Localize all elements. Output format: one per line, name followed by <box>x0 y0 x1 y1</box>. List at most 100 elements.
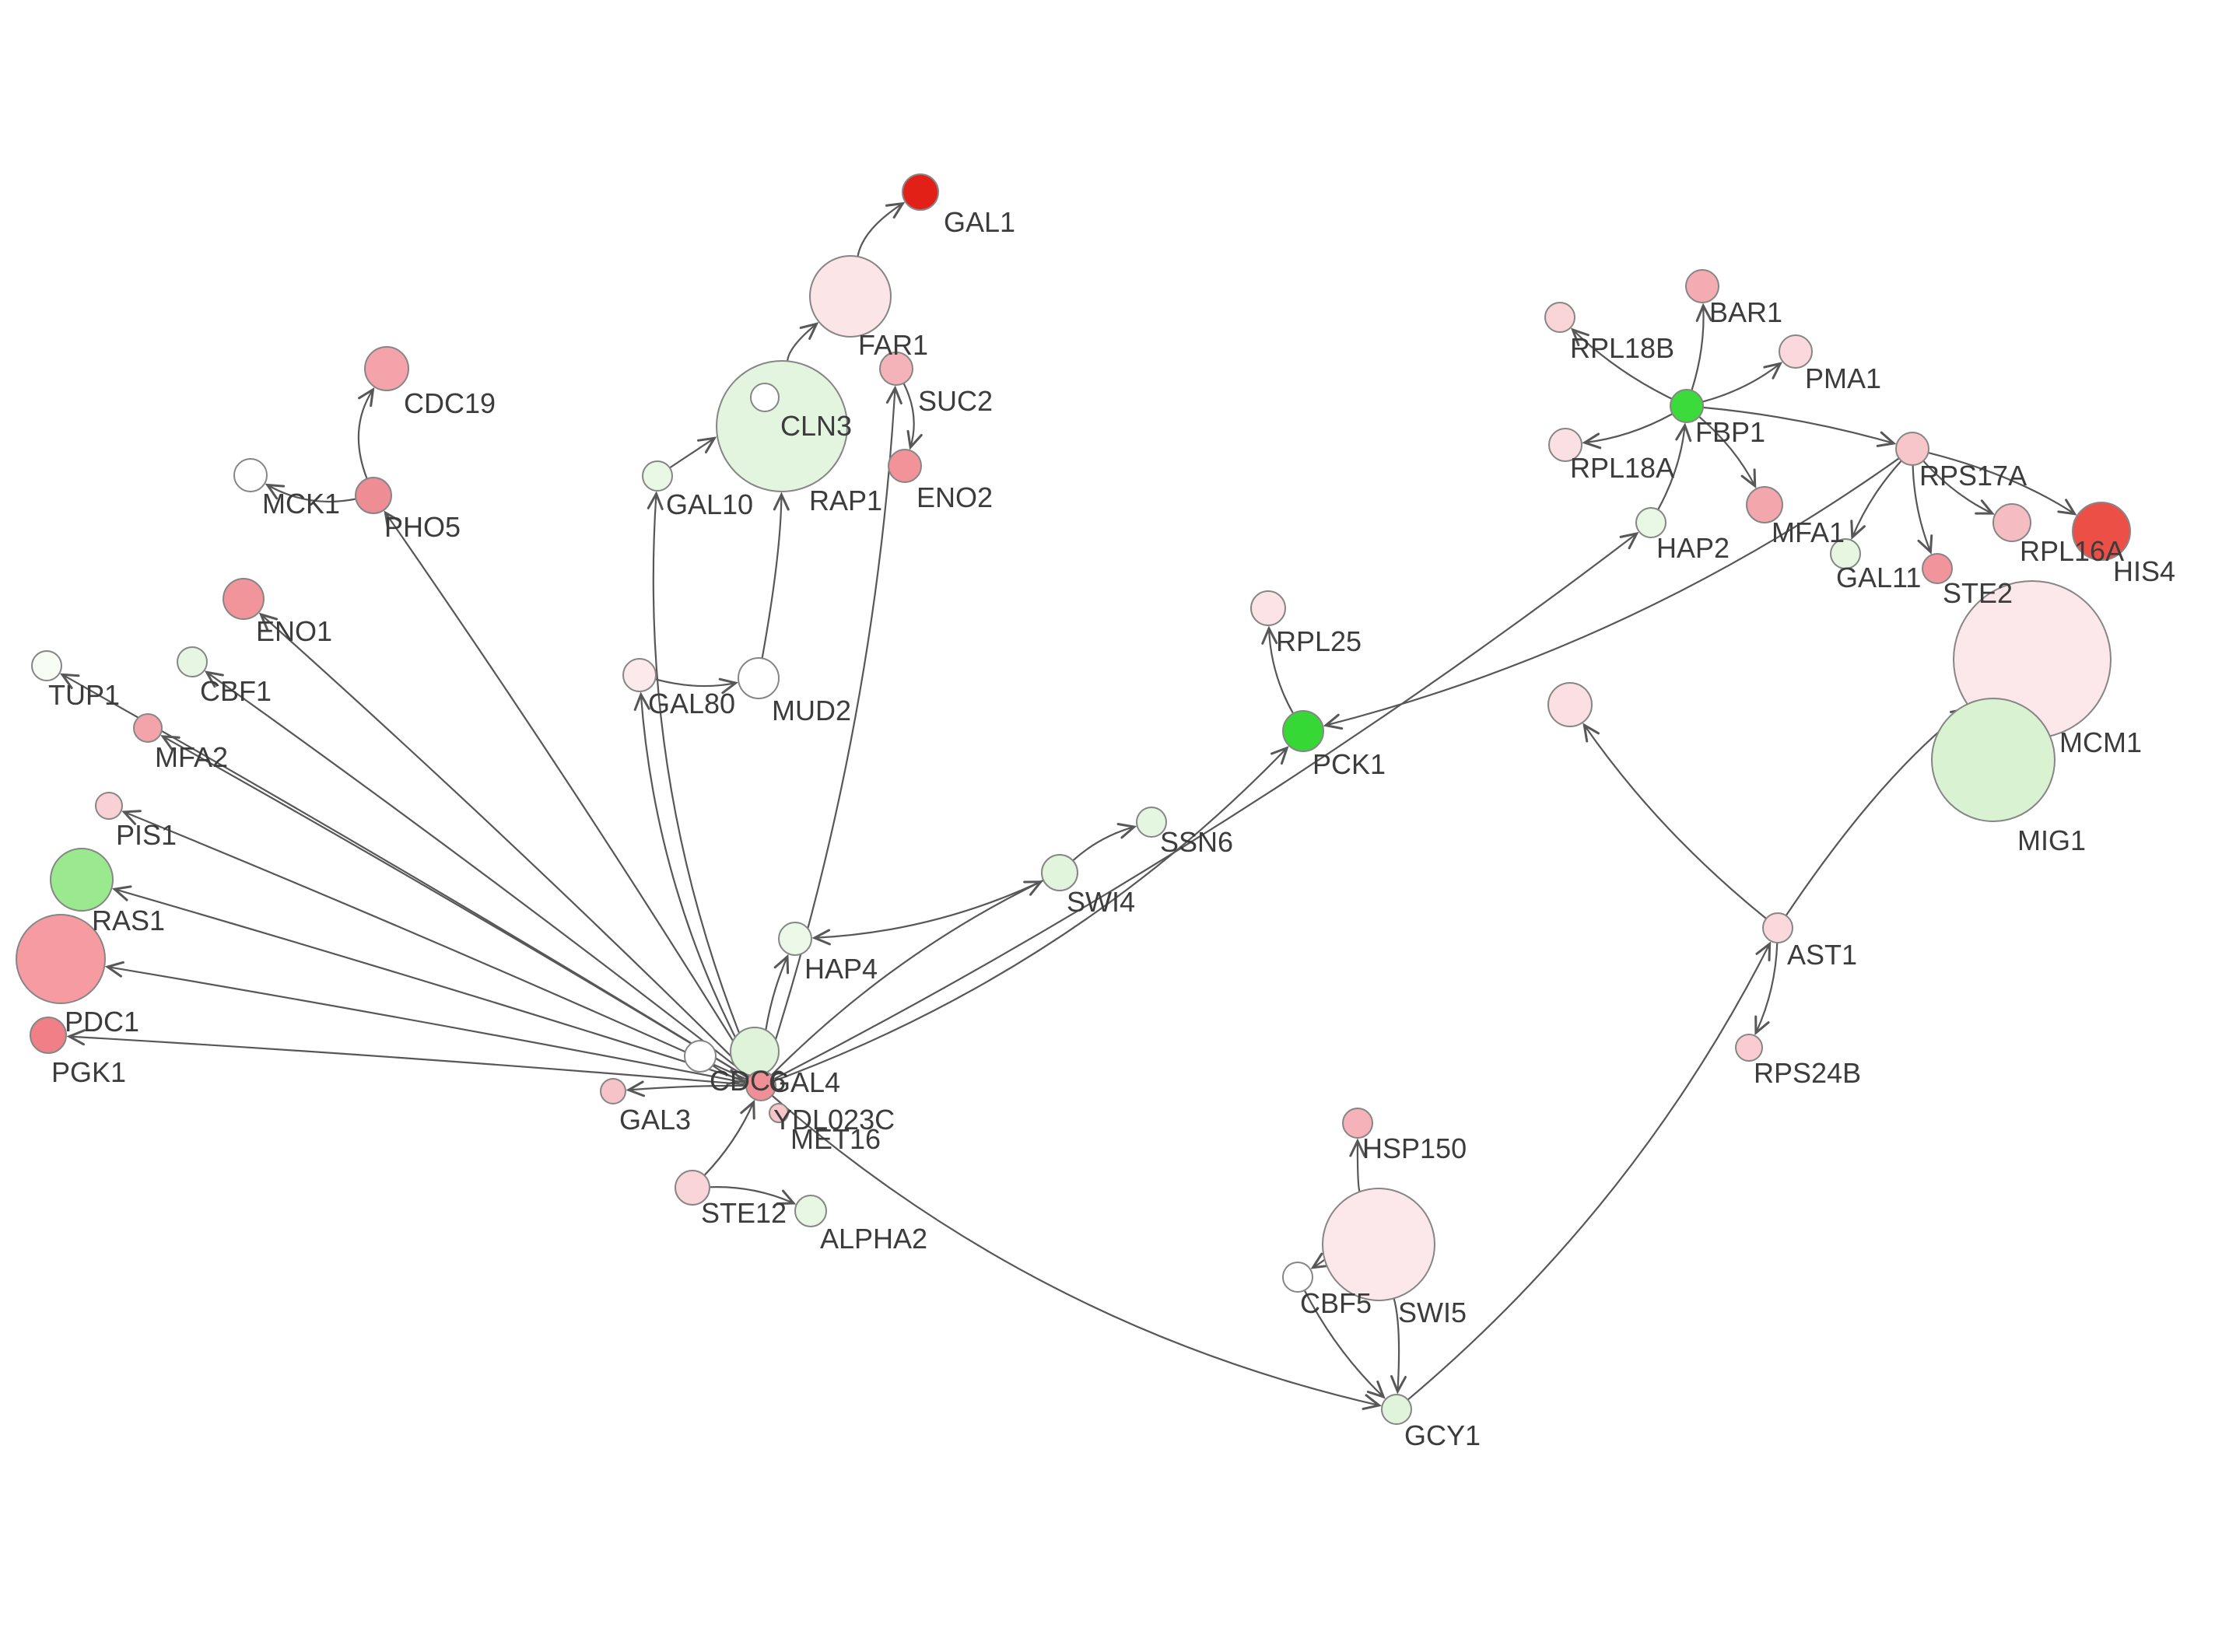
edge-rap1-far1 <box>787 322 819 362</box>
node-label-gal3: GAL3 <box>619 1104 691 1136</box>
node-swi4[interactable] <box>1041 854 1078 891</box>
node-cbf5[interactable] <box>1282 1262 1313 1293</box>
node-met16[interactable] <box>769 1103 789 1123</box>
node-label-gal4: GAL4 <box>769 1066 840 1098</box>
node-label-gal10: GAL10 <box>666 488 753 520</box>
node-pck1[interactable] <box>1282 710 1324 752</box>
edge-swi4-ssn6 <box>1072 823 1137 862</box>
node-cln3[interactable] <box>750 383 780 412</box>
node-gal11[interactable] <box>1830 538 1861 569</box>
node-pgk1[interactable] <box>30 1017 67 1054</box>
edge-rps17a-ste2 <box>1912 464 1933 555</box>
node-label-cdc6: CDC6 <box>710 1065 786 1097</box>
node-label-eno2: ENO2 <box>916 481 993 513</box>
node-label-ste12: STE12 <box>701 1197 787 1229</box>
node-bar1[interactable] <box>1685 269 1719 303</box>
node-mud2[interactable] <box>738 657 780 699</box>
node-gcy1[interactable] <box>1381 1394 1412 1425</box>
node-pis1[interactable] <box>95 792 123 820</box>
edge-ydl023c-suc2 <box>764 385 902 1073</box>
node-gal80[interactable] <box>622 658 657 692</box>
node-mfa1[interactable] <box>1746 486 1783 523</box>
node-mfa2[interactable] <box>133 713 163 743</box>
edge-suc2-eno2 <box>902 383 923 450</box>
node-far1[interactable] <box>809 255 892 338</box>
node-mck1[interactable] <box>233 458 268 492</box>
node-rpl16a[interactable] <box>1992 503 2031 542</box>
node-tup1[interactable] <box>31 650 62 681</box>
edge-rps17a-his4 <box>1928 452 2077 516</box>
node-label-hap2: HAP2 <box>1656 532 1730 564</box>
node-label-pma1: PMA1 <box>1805 362 1881 394</box>
node-node_a[interactable] <box>1547 682 1593 727</box>
edge-rps17a-pck1 <box>1323 457 1900 730</box>
node-swi5[interactable] <box>1322 1188 1435 1301</box>
edge-pho5-mck1 <box>265 483 356 503</box>
node-eno2[interactable] <box>888 449 922 483</box>
node-label-rpl25: RPL25 <box>1276 625 1362 657</box>
edge-rps17a-gal11 <box>1850 460 1902 541</box>
node-label-swi5: SWI5 <box>1398 1297 1467 1328</box>
node-ast1[interactable] <box>1762 912 1793 943</box>
edge-swi5-hsp150 <box>1349 1138 1366 1192</box>
node-label-eno1: ENO1 <box>256 615 332 647</box>
node-rpl18b[interactable] <box>1544 302 1575 333</box>
edge-ydl023c-swi4 <box>770 880 1043 1076</box>
node-hap2[interactable] <box>1635 507 1666 538</box>
node-label-his4: HIS4 <box>2113 555 2175 587</box>
edge-pck1-rpl25 <box>1261 625 1295 714</box>
node-label-rps17a: RPS17A <box>1919 460 2027 492</box>
node-his4[interactable] <box>2072 502 2131 561</box>
node-label-suc2: SUC2 <box>918 385 993 417</box>
node-rps17a[interactable] <box>1895 432 1929 466</box>
node-label-bar1: BAR1 <box>1709 296 1782 328</box>
node-ste12[interactable] <box>675 1170 710 1206</box>
node-rap1[interactable] <box>716 360 848 492</box>
node-label-mcm1: MCM1 <box>2059 726 2142 758</box>
node-ssn6[interactable] <box>1136 807 1167 838</box>
node-gal3[interactable] <box>600 1078 626 1104</box>
edge-ydl023c-cbf1 <box>204 670 750 1078</box>
edge-fbp1-bar1 <box>1691 303 1712 391</box>
edge-pho5-cdc19 <box>357 387 375 479</box>
node-label-ydl023c: YDL023C <box>773 1104 895 1136</box>
node-rps24b[interactable] <box>1735 1034 1763 1062</box>
node-suc2[interactable] <box>879 352 913 386</box>
node-cdc6[interactable] <box>684 1040 717 1073</box>
node-label-cdc19: CDC19 <box>404 387 496 419</box>
node-label-gal11: GAL11 <box>1836 562 1921 593</box>
node-cbf1[interactable] <box>177 646 208 677</box>
node-fbp1[interactable] <box>1670 389 1704 423</box>
node-label-mck1: MCK1 <box>262 488 340 520</box>
node-gal10[interactable] <box>642 460 673 492</box>
node-gal1[interactable] <box>902 173 939 211</box>
node-label-pck1: PCK1 <box>1313 748 1386 780</box>
node-ras1[interactable] <box>50 848 114 912</box>
node-ste2[interactable] <box>1922 553 1953 584</box>
node-alpha2[interactable] <box>794 1195 827 1227</box>
node-cdc19[interactable] <box>364 346 409 391</box>
edge-mud2-rap1 <box>761 492 790 659</box>
node-label-mfa1: MFA1 <box>1772 516 1845 548</box>
node-hsp150[interactable] <box>1342 1108 1373 1139</box>
node-label-tup1: TUP1 <box>48 679 120 711</box>
node-pho5[interactable] <box>355 477 392 514</box>
node-rpl18a[interactable] <box>1548 428 1582 462</box>
edge-gal10-rap1 <box>669 436 717 469</box>
edge-ydl023c-hap2 <box>773 531 1639 1080</box>
node-rpl25[interactable] <box>1250 590 1286 626</box>
node-mig1[interactable] <box>1931 698 2056 822</box>
node-pma1[interactable] <box>1779 334 1813 369</box>
nodes-layer <box>16 173 2131 1425</box>
node-ydl023c[interactable] <box>745 1070 776 1101</box>
edge-ydl023c-gal80 <box>633 691 755 1073</box>
node-label-pgk1: PGK1 <box>51 1056 126 1088</box>
node-label-cbf1: CBF1 <box>200 675 272 707</box>
edge-gcy1-ast1 <box>1407 941 1772 1401</box>
node-pdc1[interactable] <box>16 914 106 1004</box>
edge-swi5-gcy1 <box>1390 1298 1407 1395</box>
node-eno1[interactable] <box>223 578 265 620</box>
edge-ste12-ydl023c <box>703 1099 755 1176</box>
node-hap4[interactable] <box>778 922 812 956</box>
edge-fbp1-rpl18a <box>1582 413 1674 450</box>
